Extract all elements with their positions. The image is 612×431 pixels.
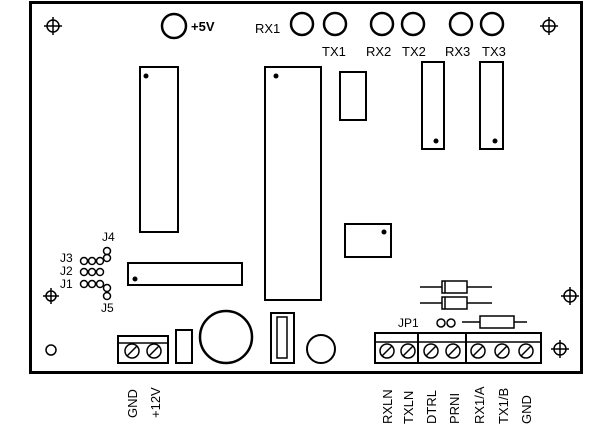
terminal-block-power: [117, 335, 169, 364]
led-tx1: [322, 11, 348, 37]
label-tx1: TX1: [322, 44, 346, 59]
diode-1: [420, 280, 492, 294]
label-rxln: RXLN: [380, 389, 395, 424]
mounting-hole-bottom-right: [551, 340, 569, 358]
label-j4: J4: [102, 230, 115, 244]
jumper-block: [79, 246, 112, 301]
mounting-hole-top-right: [540, 17, 558, 35]
label-j2: J2: [60, 264, 73, 278]
ic-horizontal: [127, 262, 243, 286]
label-txln: TXLN: [401, 391, 416, 424]
ic-center: [264, 66, 322, 301]
label-power-gnd: GND: [125, 389, 140, 418]
label-rx1a: RX1/A: [472, 386, 487, 424]
label-j5: J5: [101, 301, 114, 315]
ic-right-2-dot: [492, 138, 498, 144]
regulator: [175, 329, 193, 364]
mounting-hole-mid-right: [561, 287, 579, 305]
ic-left: [139, 66, 179, 233]
label-j3: J3: [60, 251, 73, 265]
label-prni: PRNI: [447, 393, 462, 424]
ic-left-pin1-dot: [143, 73, 149, 79]
component-mid-box: [344, 223, 392, 258]
ic-horizontal-dot: [132, 276, 138, 282]
label-jp1: JP1: [398, 316, 419, 330]
ic-right-1: [421, 61, 445, 150]
ic-right-1-dot: [433, 138, 439, 144]
jumper-jp1: [436, 318, 456, 328]
led-rx1: [289, 11, 315, 37]
capacitor-round: [306, 334, 336, 364]
label-dtrl: DTRL: [424, 390, 439, 424]
mounting-hole-bottom-left: [45, 344, 57, 356]
mounting-hole-mid-left: [43, 288, 59, 304]
label-tx2: TX2: [402, 44, 426, 59]
label-j1: J1: [60, 277, 73, 291]
buzzer: [198, 309, 254, 365]
terminal-block-io: [374, 332, 542, 364]
label-power-12v: +12V: [148, 387, 163, 418]
component-small-box: [339, 71, 367, 121]
label-tx1b: TX1/B: [496, 388, 511, 424]
capacitor-inner: [276, 316, 288, 359]
label-plus5v: +5V: [191, 19, 215, 34]
label-io-gnd: GND: [519, 395, 534, 424]
mounting-hole-top-left: [44, 17, 62, 35]
ic-center-pin1-dot: [273, 73, 279, 79]
led-rx3: [448, 11, 474, 37]
resistor-1: [462, 315, 527, 329]
component-mid-box-dot: [381, 229, 387, 235]
label-tx3: TX3: [482, 44, 506, 59]
diode-2: [420, 296, 492, 310]
led-rx2: [369, 11, 395, 37]
label-rx1: RX1: [255, 21, 280, 36]
label-rx3: RX3: [445, 44, 470, 59]
led-tx2: [400, 11, 426, 37]
led-tx3: [479, 11, 505, 37]
label-rx2: RX2: [366, 44, 391, 59]
led-5v: [160, 12, 188, 40]
ic-right-2: [479, 61, 504, 150]
